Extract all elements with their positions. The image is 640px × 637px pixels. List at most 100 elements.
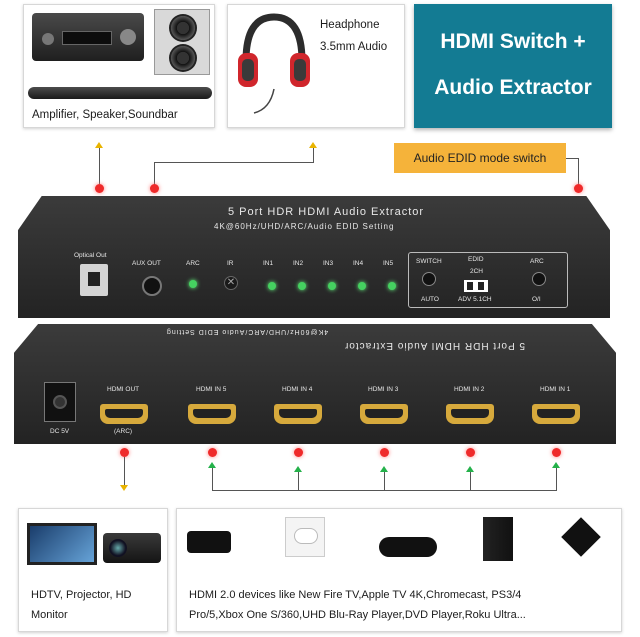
in1-led [268, 282, 276, 290]
display-caption-line1: HDTV, Projector, HD [31, 589, 132, 601]
back-subtitle: 4K@60Hz/UHD/ARC/Audio EDID Setting [166, 328, 329, 335]
connector-sources-h [212, 490, 557, 491]
apple-tv-icon [187, 531, 231, 553]
title-banner: HDMI Switch + Audio Extractor [414, 4, 612, 128]
hdmi-in2-label: HDMI IN 2 [454, 386, 485, 393]
edid-mode-label: Audio EDID mode switch [394, 143, 566, 173]
roku-icon [379, 537, 437, 557]
sources-box: HDMI 2.0 devices like New Fire TV,Apple … [176, 508, 622, 632]
connector-in2 [470, 472, 471, 490]
switch-label: SWITCH [416, 258, 442, 265]
in4-led [358, 282, 366, 290]
hdmi-in4-label: HDMI IN 4 [282, 386, 313, 393]
in2-led [298, 282, 306, 290]
arc-button[interactable] [532, 272, 546, 286]
sources-caption-line2: Pro/5,Xbox One S/360,UHD Blu-Ray Player,… [189, 609, 526, 621]
hdmi-in1-label: HDMI IN 1 [540, 386, 571, 393]
front-title: 5 Port HDR HDMI Audio Extractor [228, 206, 425, 218]
optical-port [80, 264, 108, 296]
in1-label: IN1 [263, 260, 274, 267]
arc-led [189, 280, 197, 288]
sources-caption-line1: HDMI 2.0 devices like New Fire TV,Apple … [189, 589, 522, 601]
arrow-up-in4 [294, 466, 302, 472]
tv-icon [27, 523, 97, 565]
ir-sensor: ✕ [224, 276, 238, 290]
hdmi-out-label: HDMI OUT [107, 386, 140, 393]
headphone-icon [238, 13, 310, 114]
front-subtitle: 4K@60Hz/UHD/ARC/Audio EDID Setting [214, 222, 395, 231]
display-caption-line2: Monitor [31, 609, 68, 621]
arc-led-label: ARC [186, 260, 200, 267]
edid-mid-label: 2CH [470, 268, 484, 275]
dot-hdmi-in1 [552, 448, 561, 457]
dc-power-port [44, 382, 76, 422]
dot-hdmi-in2 [466, 448, 475, 457]
optical-label: Optical Out [74, 252, 107, 259]
dot-optical [95, 184, 104, 193]
in4-label: IN4 [353, 260, 364, 267]
in5-led [388, 282, 396, 290]
soundbar-icon [28, 87, 212, 99]
back-panel: 5 Port HDR HDMI Audio Extractor 4K@60Hz/… [14, 324, 616, 444]
arrow-down-display [120, 485, 128, 491]
connector-amplifier [99, 148, 100, 184]
edid-bottom-label: ADV 5.1CH [458, 296, 492, 303]
edid-dip-switch[interactable] [464, 280, 488, 292]
hdmi-in3-label: HDMI IN 3 [368, 386, 399, 393]
speaker-icon [154, 9, 210, 75]
hdmi-in5-label: HDMI IN 5 [196, 386, 227, 393]
connector-edid-v [578, 158, 579, 186]
in3-led [328, 282, 336, 290]
hdmi-out-port [100, 404, 148, 424]
ps4-icon [483, 517, 513, 561]
dot-edid [574, 184, 583, 193]
auto-label: AUTO [421, 296, 439, 303]
connector-in5 [212, 468, 213, 490]
projector-icon [103, 533, 161, 563]
headphone-caption-line2: 3.5mm Audio [320, 41, 388, 53]
dc-label: DC 5V [50, 428, 70, 435]
ir-label: IR [227, 260, 234, 267]
dot-hdmi-in5 [208, 448, 217, 457]
hdmi-in4-port [274, 404, 322, 424]
hdmi-in1-port [532, 404, 580, 424]
arrow-up-amplifier [95, 142, 103, 148]
xbox-icon [285, 517, 325, 557]
arrow-up-in1 [552, 462, 560, 468]
arc-switch-label: ARC [530, 258, 544, 265]
arrow-up-in2 [466, 466, 474, 472]
title-line-1: HDMI Switch + [440, 30, 586, 53]
hdmi-in2-port [446, 404, 494, 424]
connector-headphone-v1 [313, 148, 314, 162]
back-title: 5 Port HDR HDMI Audio Extractor [344, 340, 526, 351]
dot-hdmi-out [120, 448, 129, 457]
connector-edid-h [566, 158, 578, 159]
control-panel [408, 252, 568, 308]
amplifier-caption: Amplifier, Speaker,Soundbar [32, 109, 178, 121]
front-panel: 5 Port HDR HDMI Audio Extractor 4K@60Hz/… [18, 196, 610, 318]
aux-port [142, 276, 162, 296]
connector-in3 [384, 472, 385, 490]
connector-in4 [298, 472, 299, 490]
amplifier-icon [32, 13, 144, 61]
fire-tv-icon [561, 517, 601, 557]
connector-headphone-h [154, 162, 314, 163]
headphone-caption-line1: Headphone [320, 19, 380, 31]
title-line-2: Audio Extractor [434, 76, 592, 99]
connector-hdmi-out [124, 457, 125, 485]
hdmi-in5-port [188, 404, 236, 424]
in5-label: IN5 [383, 260, 394, 267]
arrow-up-in3 [380, 466, 388, 472]
connector-headphone-v2 [154, 162, 155, 186]
switch-button[interactable] [422, 272, 436, 286]
aux-label: AUX OUT [132, 260, 161, 267]
connector-in1 [556, 468, 557, 490]
headphone-box: Headphone 3.5mm Audio [227, 4, 405, 128]
in3-label: IN3 [323, 260, 334, 267]
dot-hdmi-in4 [294, 448, 303, 457]
display-box: HDTV, Projector, HD Monitor [18, 508, 168, 632]
arrow-up-headphone [309, 142, 317, 148]
edid-top-label: EDID [468, 256, 484, 263]
hdmi-in3-port [360, 404, 408, 424]
dot-aux [150, 184, 159, 193]
